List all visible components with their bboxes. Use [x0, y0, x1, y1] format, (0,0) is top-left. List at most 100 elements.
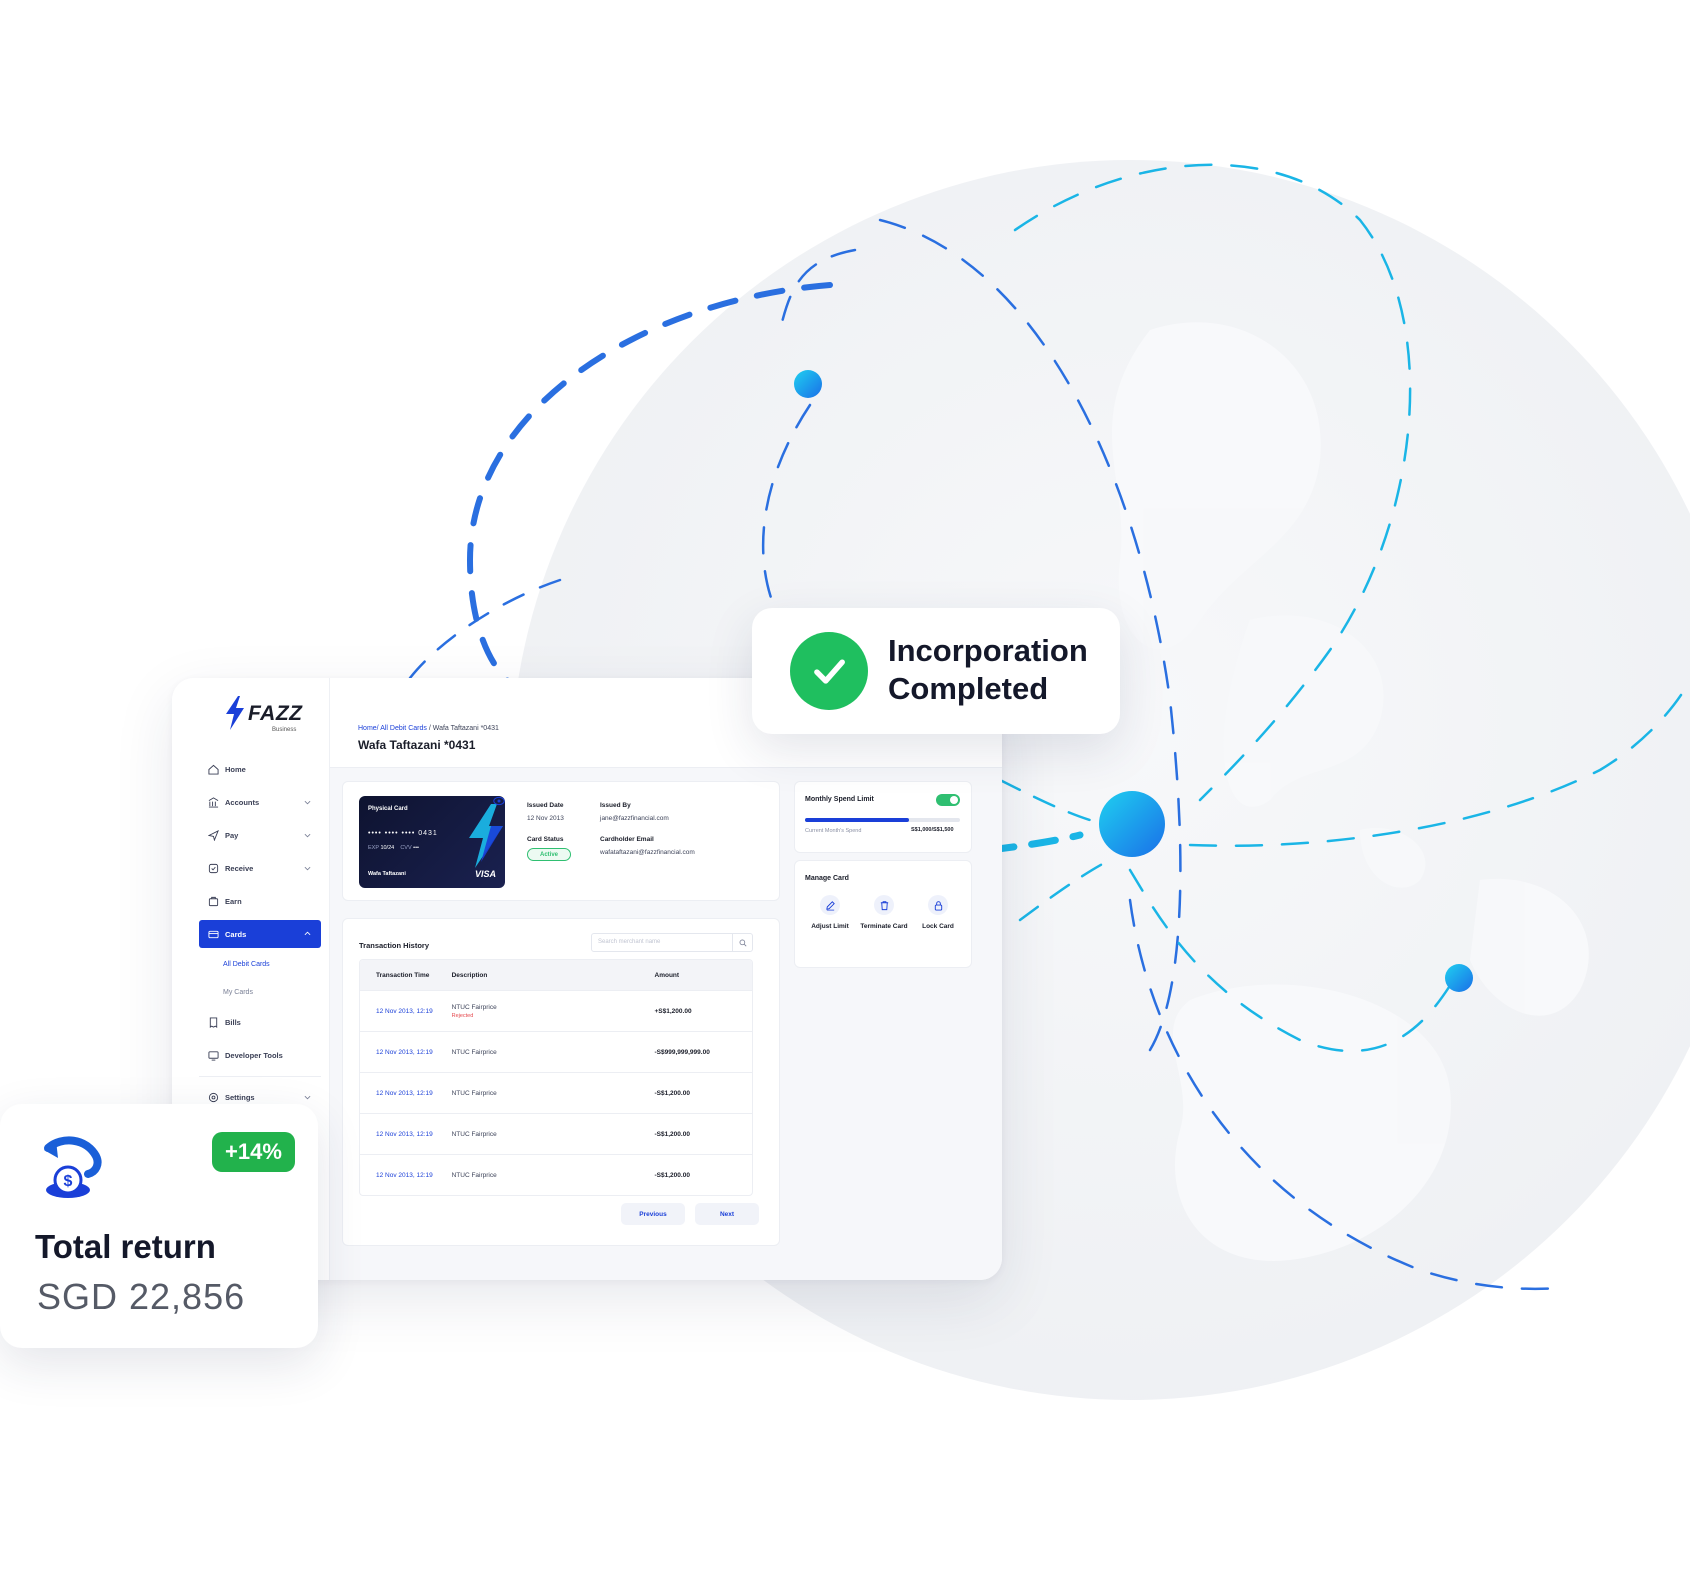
sidebar-item-label: Cards: [225, 929, 247, 939]
sidebar-nav: Home Accounts Pay Receive Earn: [199, 753, 321, 1114]
chevron-down-icon: [304, 800, 311, 805]
sidebar-item-cards[interactable]: Cards: [199, 920, 321, 948]
money-return-icon: $: [44, 1136, 102, 1198]
sidebar-item-label: Earn: [225, 897, 242, 906]
main-content: Home/ All Debit Cards / Wafa Taftazani *…: [330, 678, 1002, 1280]
lock-card-button[interactable]: Lock Card: [913, 895, 963, 930]
sidebar-item-label: Settings: [225, 1093, 255, 1102]
debit-card-visual: Physical Card •••• •••• •••• 0431 EXP 10…: [359, 796, 505, 888]
breadcrumb-home[interactable]: Home/: [358, 725, 379, 732]
transaction-time: 12 Nov 2013, 12:19: [376, 1130, 433, 1138]
transaction-time: 12 Nov 2013, 12:19: [376, 1171, 433, 1179]
bills-icon: [208, 1017, 219, 1028]
table-row[interactable]: 12 Nov 2013, 12:19 NTUC Fairprice -S$1,2…: [360, 1072, 752, 1113]
node-dot: [1099, 791, 1165, 857]
column-header-description[interactable]: Description: [451, 971, 488, 979]
sidebar-subitem-my-cards[interactable]: My Cards: [223, 988, 253, 996]
transaction-amount: -S$1,200.00: [654, 1130, 690, 1138]
adjust-limit-button[interactable]: Adjust Limit: [805, 895, 855, 930]
transaction-description: NTUC Fairprice: [451, 1089, 497, 1097]
search-button[interactable]: [732, 934, 752, 951]
rejected-label: Rejected: [451, 1012, 474, 1019]
spend-progress-fill: [805, 818, 909, 822]
send-icon: [208, 830, 219, 841]
manage-card-panel: Manage Card Adjust Limit Terminate Card …: [794, 860, 972, 968]
card-status-label: Card Status: [527, 836, 564, 843]
cardholder-email-value: wafataftazani@fazzfinancial.com: [600, 849, 695, 856]
manage-card-title: Manage Card: [805, 875, 849, 882]
sidebar-item-pay[interactable]: Pay: [199, 819, 321, 852]
check-circle-icon: [790, 632, 868, 710]
sidebar-item-label: Home: [225, 765, 246, 774]
sidebar-item-label: Pay: [225, 831, 239, 840]
continents: [1111, 322, 1589, 1261]
node-dot: [794, 370, 822, 398]
chevron-down-icon: [304, 866, 311, 871]
transaction-history-panel: Transaction History Search merchant name…: [342, 918, 780, 1246]
settings-icon: [208, 1092, 219, 1103]
spend-limit-toggle[interactable]: [936, 794, 960, 806]
card-number: •••• •••• •••• 0431: [368, 830, 438, 837]
orbit-lines: [408, 163, 1690, 1291]
card-type: Physical Card: [368, 806, 408, 812]
sidebar-divider: [199, 1076, 321, 1077]
spend-limit-title: Monthly Spend Limit: [805, 796, 874, 803]
brand-name: FAZZ: [248, 702, 303, 725]
spend-progress-bar: [805, 818, 960, 822]
total-return-card: $ +14% Total return SGD 22,856: [0, 1104, 318, 1348]
sidebar-item-accounts[interactable]: Accounts: [199, 786, 321, 819]
transaction-time: 12 Nov 2013, 12:19: [376, 1089, 433, 1097]
sidebar-subitem-all-debit-cards[interactable]: All Debit Cards: [223, 960, 270, 968]
spend-limit-panel: Monthly Spend Limit Current Month's Spen…: [794, 781, 972, 853]
developer-icon: [208, 1050, 219, 1061]
next-button[interactable]: Next: [695, 1203, 759, 1225]
sidebar-item-home[interactable]: Home: [199, 753, 321, 786]
card-icon: [208, 929, 219, 940]
svg-text:$: $: [64, 1173, 73, 1190]
table-row[interactable]: 12 Nov 2013, 12:19 NTUC Fairprice -S$999…: [360, 1031, 752, 1072]
visa-logo: VISA: [474, 869, 496, 879]
terminate-card-button[interactable]: Terminate Card: [859, 895, 909, 930]
column-header-time[interactable]: Transaction Time: [376, 971, 430, 979]
previous-button[interactable]: Previous: [621, 1203, 685, 1225]
transaction-amount: -S$1,200.00: [654, 1089, 690, 1097]
transaction-history-title: Transaction History: [359, 941, 430, 950]
transaction-amount: -S$1,200.00: [654, 1171, 690, 1179]
sidebar-item-bills[interactable]: Bills: [199, 1006, 321, 1039]
trash-icon: [880, 900, 888, 910]
home-icon: [208, 764, 219, 775]
current-spend-amount: S$1,000/S$1,500: [911, 827, 954, 833]
breadcrumb-all-debit-cards[interactable]: All Debit Cards: [380, 725, 427, 732]
transaction-time: 12 Nov 2013, 12:19: [376, 1048, 433, 1056]
transaction-time: 12 Nov 2013, 12:19: [376, 1007, 433, 1015]
total-return-title: Total return: [35, 1228, 216, 1265]
sidebar-item-receive[interactable]: Receive: [199, 852, 321, 885]
incorporation-completed-card: Incorporation Completed: [752, 608, 1120, 734]
card-holder-name: Wafa Taftazani: [368, 871, 406, 877]
breadcrumb: Home/ All Debit Cards / Wafa Taftazani *…: [358, 725, 499, 732]
bank-icon: [208, 797, 219, 808]
sidebar-item-earn[interactable]: Earn: [199, 885, 321, 918]
receive-icon: [208, 863, 219, 874]
sidebar-item-settings[interactable]: Settings: [199, 1081, 321, 1114]
table-row[interactable]: 12 Nov 2013, 12:19 NTUC Fairprice -S$1,2…: [360, 1154, 752, 1195]
sidebar-item-label: Developer Tools: [225, 1051, 283, 1060]
column-header-amount[interactable]: Amount: [654, 971, 680, 979]
sidebar-item-developer-tools[interactable]: Developer Tools: [199, 1039, 321, 1072]
issued-date-value: 12 Nov 2013: [527, 815, 564, 822]
table-header: Transaction Time Description Amount: [360, 960, 752, 990]
transaction-description: NTUC Fairprice: [451, 1130, 497, 1138]
card-expiry: EXP 10/24 CVV •••: [368, 845, 419, 851]
lock-icon: [934, 900, 942, 911]
search-input[interactable]: Search merchant name: [598, 939, 661, 945]
node-dot: [1445, 964, 1473, 992]
table-row[interactable]: 12 Nov 2013, 12:19 NTUC Fairprice -S$1,2…: [360, 1113, 752, 1154]
return-change-badge: +14%: [212, 1132, 295, 1172]
brand-subtitle: Business: [272, 727, 297, 733]
status-badge: Active: [527, 848, 571, 861]
sidebar-item-label: Bills: [225, 1018, 241, 1027]
merchant-search[interactable]: Search merchant name: [591, 933, 753, 952]
eye-icon[interactable]: [493, 796, 505, 806]
